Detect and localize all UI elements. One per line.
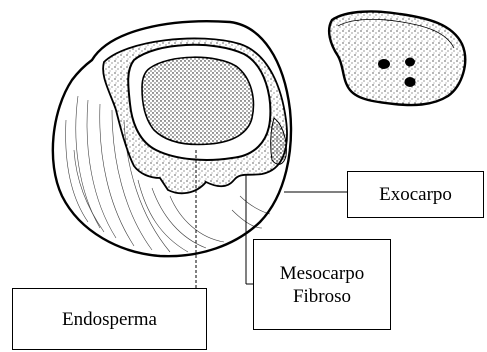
- pore-dot: [378, 59, 390, 69]
- pore-dot: [405, 58, 415, 67]
- mesocarp-label: Mesocarpo Fibroso: [253, 239, 391, 330]
- mesocarp-label-line2: Fibroso: [293, 285, 351, 308]
- pore-dot: [405, 77, 416, 87]
- endosperm-label-text: Endosperma: [62, 308, 157, 331]
- endosperm-label: Endosperma: [12, 288, 207, 350]
- shell-fragment: [329, 12, 465, 106]
- inner-cavity: [142, 57, 253, 144]
- exocarp-label-text: Exocarpo: [379, 183, 452, 206]
- exocarp-label: Exocarpo: [347, 171, 484, 218]
- mesocarp-label-line1: Mesocarpo: [280, 262, 364, 285]
